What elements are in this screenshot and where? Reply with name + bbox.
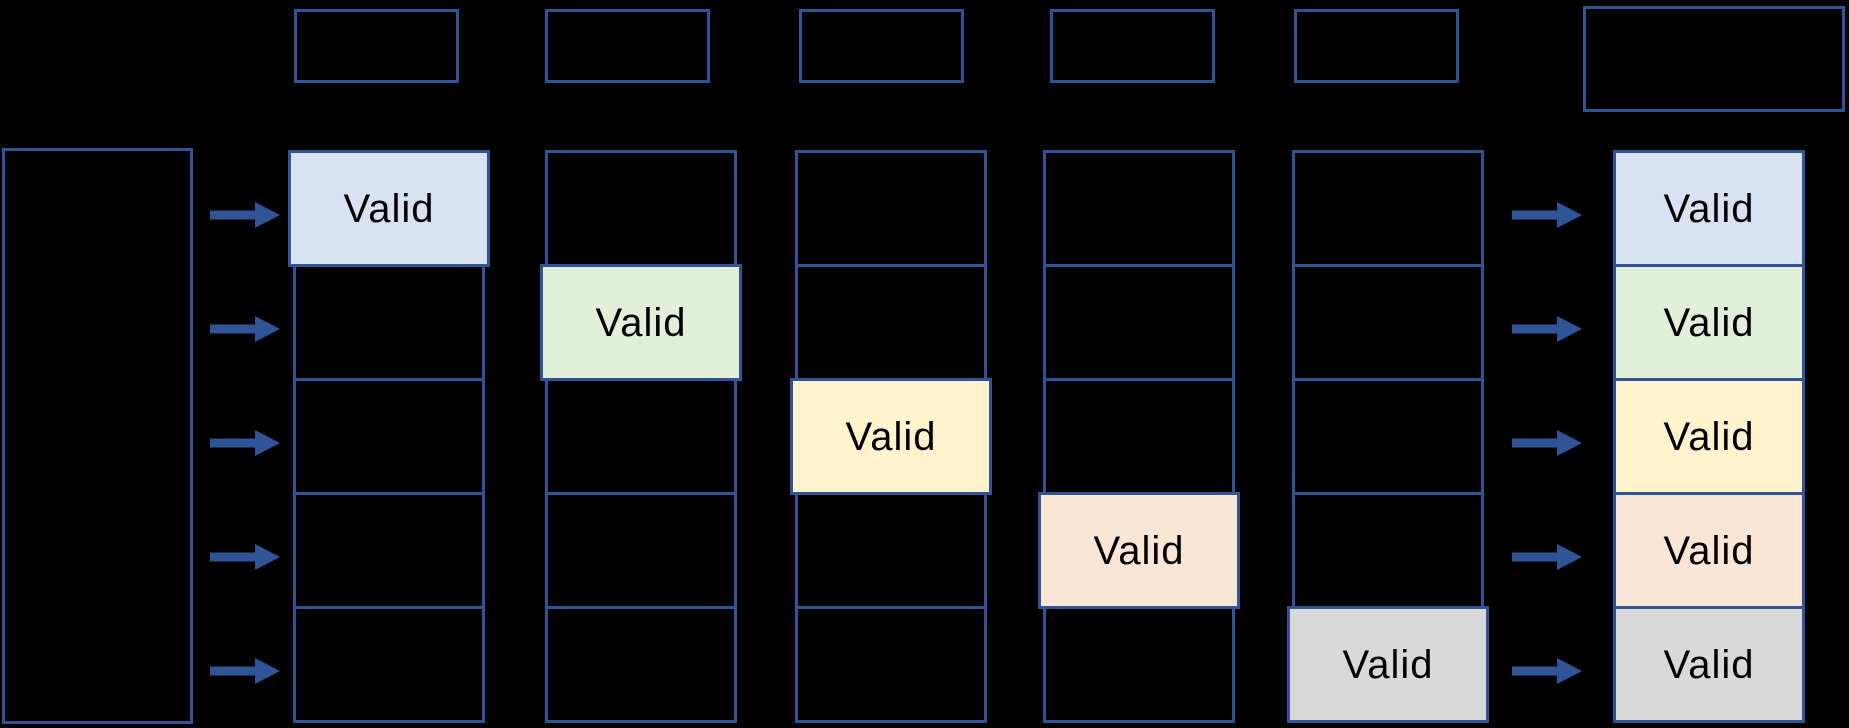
- right-arrow-row5-icon: [1512, 658, 1582, 684]
- valid-label: Valid: [595, 300, 687, 345]
- valid-label: Valid: [1093, 528, 1185, 573]
- left-arrow-row1-icon: [210, 202, 280, 228]
- valid-label: Valid: [1663, 186, 1755, 231]
- cell-col3-row2-empty: [795, 264, 987, 381]
- right-arrow-row1-icon: [1512, 202, 1582, 228]
- cell-col5-row1-empty: [1292, 150, 1484, 267]
- cell-col2-row3-empty: [545, 378, 737, 495]
- left-arrow-row5-icon: [210, 658, 280, 684]
- left-source-box: [2, 148, 193, 724]
- column-4: Valid: [1038, 150, 1240, 723]
- top-box-2: [545, 9, 710, 83]
- cell-col3-row1-empty: [795, 150, 987, 267]
- cell-col6-row5-valid: Valid: [1613, 606, 1805, 723]
- cell-col2-row5-empty: [545, 606, 737, 723]
- top-box-6: [1583, 6, 1845, 112]
- column-5: Valid: [1287, 150, 1489, 723]
- left-arrow-row2-icon: [210, 316, 280, 342]
- cell-col1-row3-empty: [293, 378, 485, 495]
- column-3: Valid: [790, 150, 992, 723]
- cell-col5-row2-empty: [1292, 264, 1484, 381]
- cell-col2-row1-empty: [545, 150, 737, 267]
- valid-label: Valid: [1663, 414, 1755, 459]
- valid-label: Valid: [1663, 642, 1755, 687]
- cell-col6-row1-valid: Valid: [1613, 150, 1805, 267]
- right-arrow-row2-icon: [1512, 316, 1582, 342]
- cell-col4-row3-empty: [1043, 378, 1235, 495]
- cell-col1-row5-empty: [293, 606, 485, 723]
- cell-col5-row3-empty: [1292, 378, 1484, 495]
- cell-col3-row4-empty: [795, 492, 987, 609]
- cell-col5-row5-valid: Valid: [1287, 606, 1489, 723]
- cell-col2-row4-empty: [545, 492, 737, 609]
- cell-col6-row4-valid: Valid: [1613, 492, 1805, 609]
- right-arrow-row4-icon: [1512, 544, 1582, 570]
- cell-col1-row1-valid: Valid: [288, 150, 490, 267]
- cell-col5-row4-empty: [1292, 492, 1484, 609]
- left-arrow-row3-icon: [210, 430, 280, 456]
- top-box-4: [1050, 9, 1215, 83]
- valid-label: Valid: [343, 186, 435, 231]
- valid-label: Valid: [845, 414, 937, 459]
- cell-col4-row5-empty: [1043, 606, 1235, 723]
- top-box-3: [799, 9, 964, 83]
- valid-label: Valid: [1342, 642, 1434, 687]
- cell-col2-row2-valid: Valid: [540, 264, 742, 381]
- cell-col3-row5-empty: [795, 606, 987, 723]
- cell-col6-row3-valid: Valid: [1613, 378, 1805, 495]
- right-arrow-row3-icon: [1512, 430, 1582, 456]
- cell-col4-row4-valid: Valid: [1038, 492, 1240, 609]
- valid-label: Valid: [1663, 528, 1755, 573]
- cell-col3-row3-valid: Valid: [790, 378, 992, 495]
- cell-col6-row2-valid: Valid: [1613, 264, 1805, 381]
- cell-col4-row2-empty: [1043, 264, 1235, 381]
- cell-col1-row2-empty: [293, 264, 485, 381]
- left-arrow-row4-icon: [210, 544, 280, 570]
- cell-col4-row1-empty: [1043, 150, 1235, 267]
- cell-col1-row4-empty: [293, 492, 485, 609]
- top-box-1: [294, 9, 459, 83]
- column-1: Valid: [288, 150, 490, 723]
- valid-label: Valid: [1663, 300, 1755, 345]
- top-box-5: [1294, 9, 1459, 83]
- column-2: Valid: [540, 150, 742, 723]
